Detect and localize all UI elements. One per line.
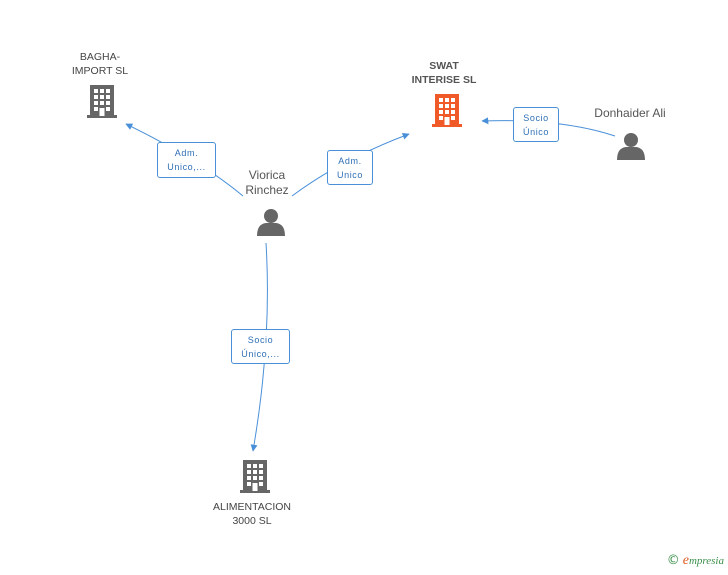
edge-label-socio-unico[interactable]: Socio Único bbox=[513, 107, 559, 142]
node-label-bagha-import[interactable]: BAGHA- IMPORT SL bbox=[71, 51, 129, 77]
brand-initial: e bbox=[682, 553, 689, 568]
person-icon[interactable] bbox=[257, 209, 285, 236]
building-icon[interactable] bbox=[87, 85, 117, 118]
edge-label-adm-unico[interactable]: Adm. Unico bbox=[327, 150, 373, 185]
person-icon[interactable] bbox=[617, 133, 645, 160]
node-label-swat-interise[interactable]: SWAT INTERISE SL bbox=[411, 60, 477, 86]
node-label-alimentacion-3000[interactable]: ALIMENTACION 3000 SL bbox=[213, 501, 291, 527]
brand-name: mpresia bbox=[688, 555, 724, 567]
node-label-viorica-rinchez[interactable]: Viorica Rinchez bbox=[245, 168, 289, 197]
empresia-logo[interactable]: ©empresia bbox=[667, 553, 724, 569]
building-icon[interactable] bbox=[240, 460, 270, 493]
node-label-donhaider-ali[interactable]: Donhaider Ali bbox=[594, 106, 666, 120]
edge-label-adm-unico[interactable]: Adm. Unico,... bbox=[157, 142, 216, 178]
building-icon[interactable] bbox=[432, 94, 462, 127]
copyright-icon: © bbox=[666, 553, 680, 568]
edge-label-socio-unico[interactable]: Socio Único,... bbox=[231, 329, 290, 364]
